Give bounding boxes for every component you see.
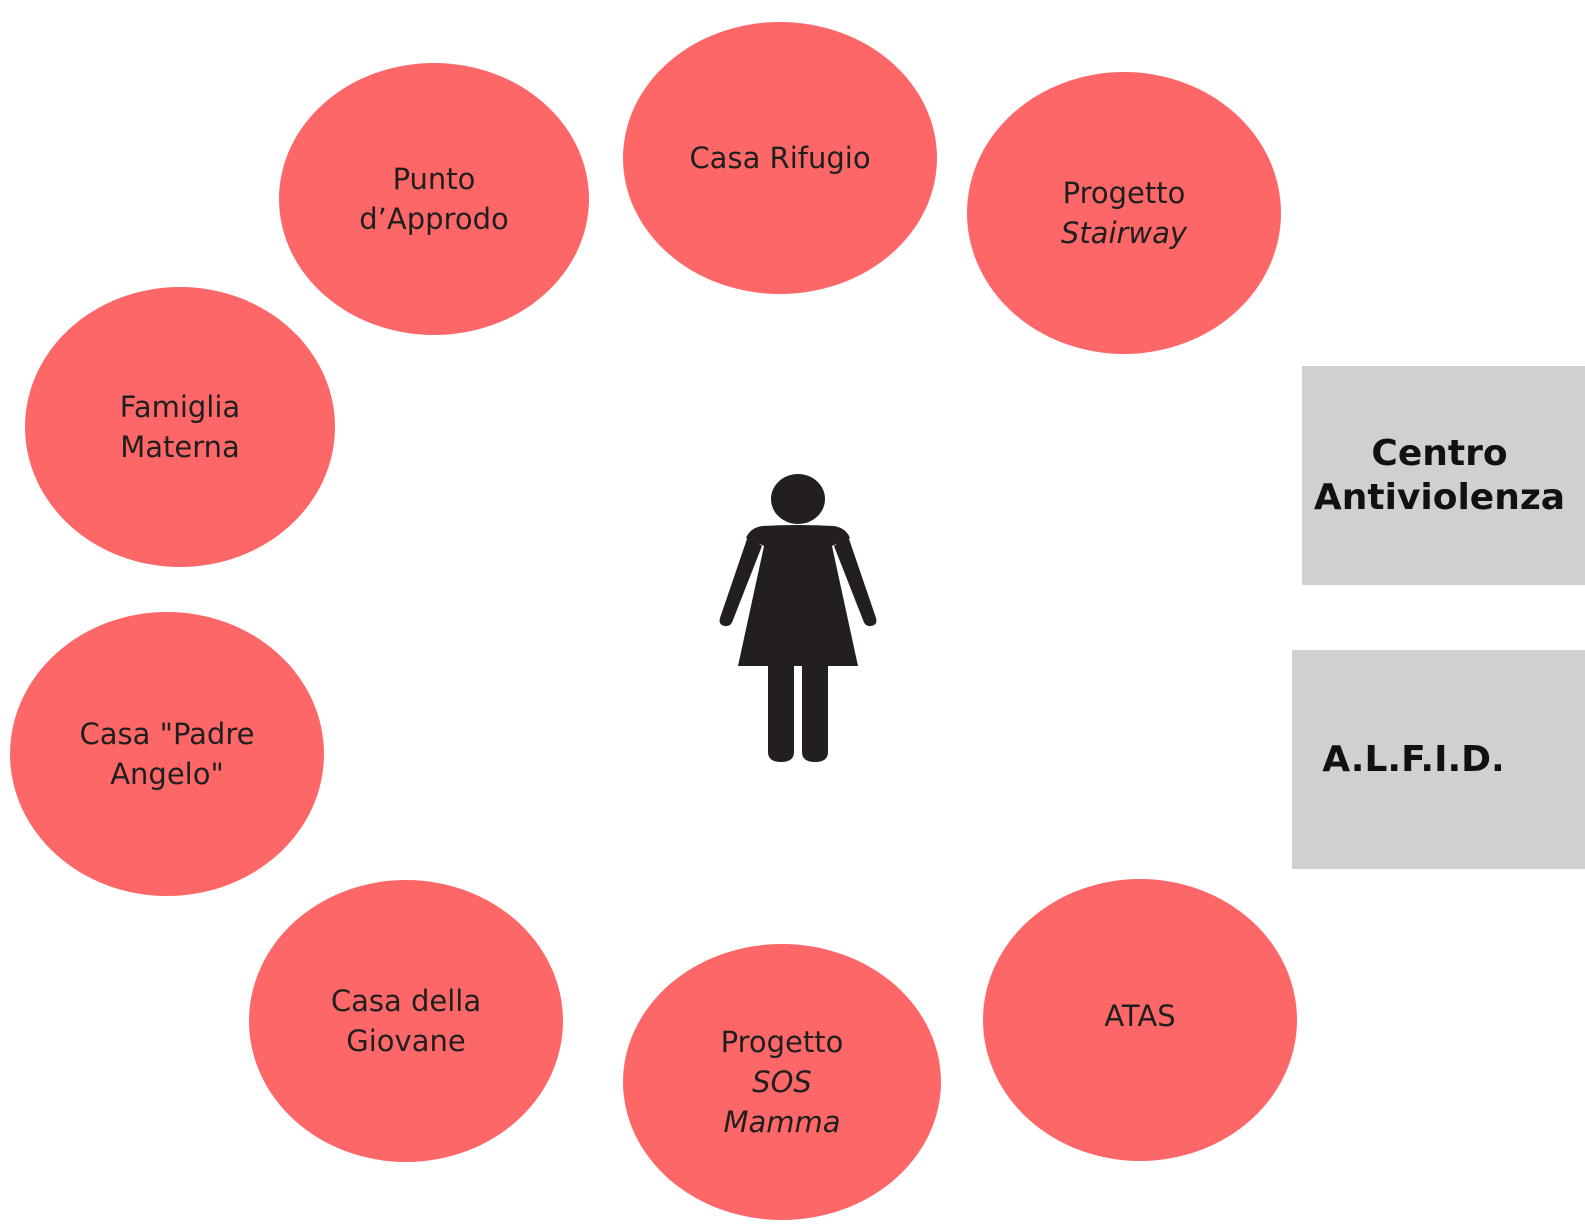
box-centro-antiviolenza: Centro Antiviolenza	[1302, 366, 1585, 585]
node-casa-giovane: Casa della Giovane	[249, 880, 563, 1162]
node-label: Materna	[120, 430, 240, 464]
node-label: Casa della	[330, 984, 482, 1018]
node-label-italic: Stairway	[1060, 216, 1188, 250]
node-label: Punto	[392, 162, 476, 196]
node-label-italic: Mamma	[723, 1105, 841, 1139]
node-label: Progetto	[1062, 176, 1186, 210]
woman-icon	[719, 474, 877, 762]
node-casa-padre-angelo: Casa "Padre Angelo"	[10, 612, 324, 896]
box-label: Antiviolenza	[1313, 476, 1566, 518]
node-progetto-sos-mamma: Progetto SOS Mamma	[623, 944, 941, 1220]
node-label: Progetto	[720, 1025, 844, 1059]
node-atas: ATAS	[983, 879, 1297, 1161]
node-label: Angelo"	[110, 757, 224, 791]
box-alfid: A.L.F.I.D.	[1292, 650, 1585, 869]
node-label: Casa Rifugio	[689, 141, 871, 175]
box-label: A.L.F.I.D.	[1322, 738, 1505, 780]
node-punto-approdo: Punto d’Approdo	[279, 63, 589, 335]
node-casa-rifugio: Casa Rifugio	[623, 22, 937, 294]
node-label: Casa "Padre	[79, 717, 255, 751]
node-label-italic: SOS	[752, 1065, 812, 1099]
node-progetto-stairway: Progetto Stairway	[967, 72, 1281, 354]
box-label: Centro	[1371, 432, 1508, 474]
node-famiglia-materna: Famiglia Materna	[25, 287, 335, 567]
node-label: Famiglia	[119, 390, 241, 424]
node-label: Giovane	[346, 1024, 466, 1058]
node-label: d’Approdo	[359, 202, 509, 236]
node-label: ATAS	[1104, 999, 1176, 1033]
